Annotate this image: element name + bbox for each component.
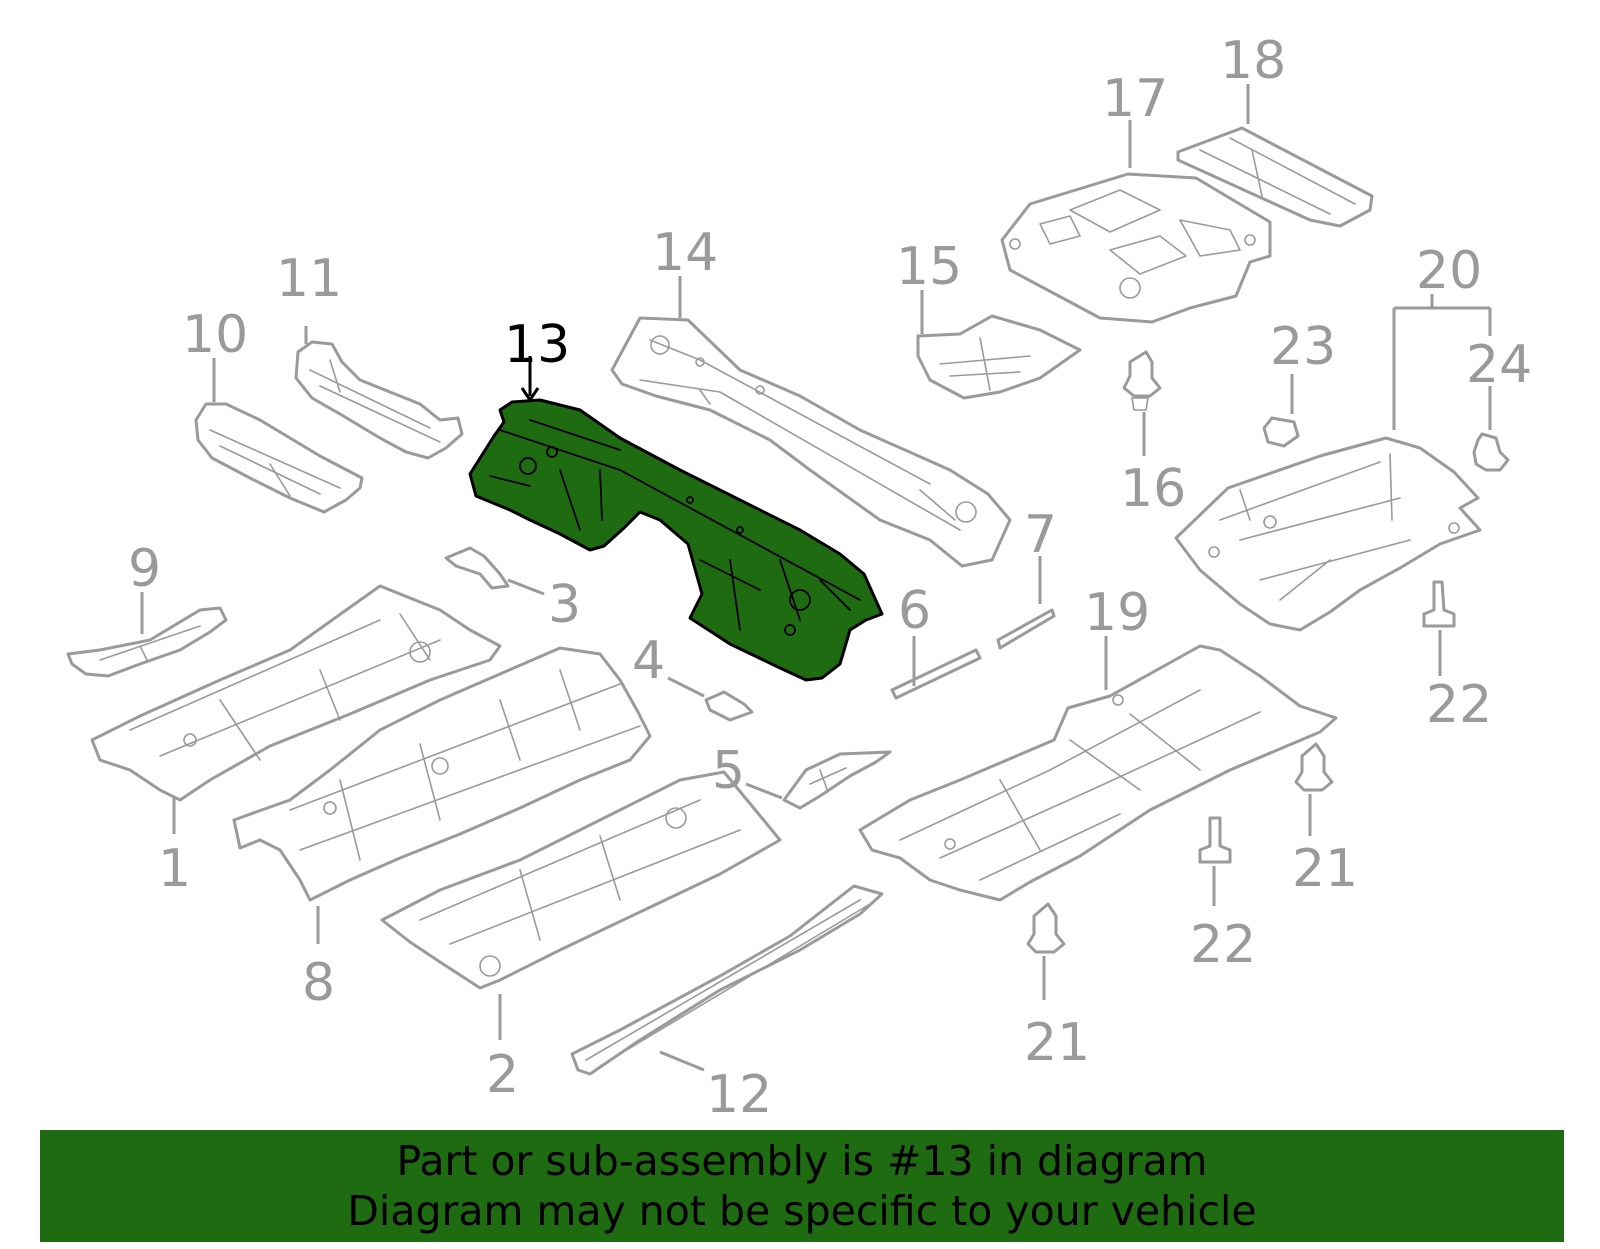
callout-21-right: 21 — [1292, 839, 1358, 899]
callout-14: 14 — [652, 223, 718, 283]
part-22-lower[interactable] — [1198, 816, 1232, 864]
footer-banner: Part or sub-assembly is #13 in diagram D… — [40, 1130, 1564, 1242]
callout-22-upper: 22 — [1426, 675, 1492, 735]
callout-17: 17 — [1102, 69, 1168, 129]
part-1[interactable] — [90, 584, 502, 802]
part-15[interactable] — [916, 314, 1082, 400]
part-20[interactable] — [1174, 436, 1482, 632]
part-21-right[interactable] — [1294, 742, 1334, 792]
callout-18: 18 — [1220, 31, 1286, 91]
callout-20: 20 — [1416, 241, 1482, 301]
callout-10: 10 — [182, 305, 248, 365]
callout-24: 24 — [1466, 335, 1532, 395]
callout-7: 7 — [1024, 505, 1057, 565]
callout-21-lower: 21 — [1024, 1013, 1090, 1073]
leader-lines — [140, 84, 1492, 1072]
callout-6: 6 — [898, 581, 931, 641]
part-22-upper[interactable] — [1422, 580, 1456, 628]
part-5[interactable] — [782, 750, 892, 810]
part-18[interactable] — [1176, 126, 1374, 228]
part-10[interactable] — [194, 402, 364, 514]
callout-11: 11 — [276, 249, 342, 309]
footer-line-1: Part or sub-assembly is #13 in diagram — [396, 1137, 1208, 1185]
part-24[interactable] — [1472, 432, 1510, 472]
part-3[interactable] — [444, 546, 510, 590]
part-8[interactable] — [232, 646, 652, 902]
callout-19: 19 — [1084, 583, 1150, 643]
callout-15: 15 — [896, 237, 962, 297]
callout-16: 16 — [1120, 459, 1186, 519]
callout-12: 12 — [706, 1065, 772, 1125]
part-11[interactable] — [294, 340, 464, 460]
footer-line-2: Diagram may not be specific to your vehi… — [347, 1187, 1257, 1235]
callout-22-lower: 22 — [1190, 915, 1256, 975]
part-13[interactable] — [468, 398, 884, 682]
callout-3: 3 — [548, 575, 581, 635]
callout-4: 4 — [632, 631, 665, 691]
callout-2: 2 — [486, 1045, 519, 1105]
part-9[interactable] — [66, 606, 228, 678]
part-6[interactable] — [890, 648, 982, 700]
callout-13: 13 — [504, 315, 570, 375]
callout-8: 8 — [302, 953, 335, 1013]
part-23[interactable] — [1262, 416, 1300, 448]
part-14[interactable] — [610, 316, 1012, 568]
callout-23: 23 — [1270, 317, 1336, 377]
part-7[interactable] — [996, 608, 1056, 650]
part-16[interactable] — [1122, 350, 1162, 411]
callout-labels: 1 2 3 4 5 6 7 8 9 10 11 12 13 14 15 16 1… — [128, 31, 1532, 1125]
callout-5: 5 — [712, 741, 745, 801]
part-21-lower[interactable] — [1026, 902, 1066, 954]
part-12[interactable] — [570, 884, 884, 1076]
part-19[interactable] — [858, 644, 1338, 902]
callout-9: 9 — [128, 539, 161, 599]
part-2[interactable] — [380, 770, 782, 990]
callout-1: 1 — [158, 839, 191, 899]
part-4[interactable] — [704, 690, 754, 722]
part-17[interactable] — [1000, 172, 1272, 324]
